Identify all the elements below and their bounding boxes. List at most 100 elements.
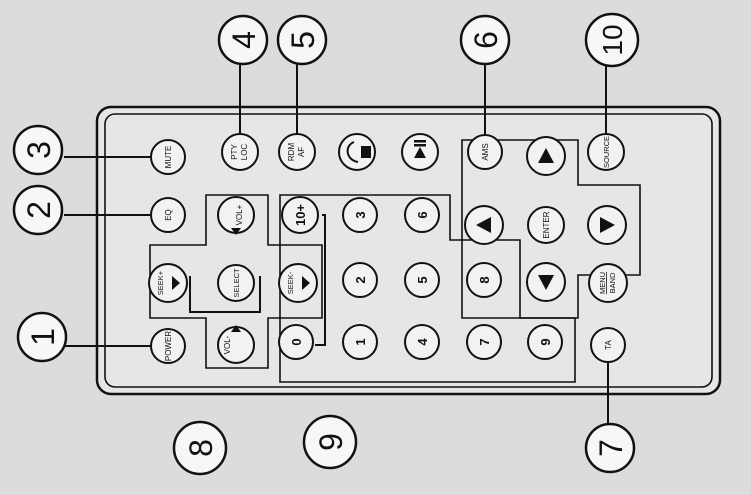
- callout-line-9: [315, 214, 326, 346]
- ams-label: AMS: [481, 143, 490, 160]
- digit-9-label: 9: [538, 338, 553, 345]
- menu-label: MENU: [598, 272, 607, 294]
- triangle-left-icon: [476, 217, 491, 233]
- triangle-up-icon: [538, 148, 554, 163]
- ams-button[interactable]: AMS: [467, 134, 503, 170]
- af-label: AF: [297, 147, 306, 157]
- navigation-outline: [461, 139, 641, 319]
- stop-return-button[interactable]: [338, 133, 376, 171]
- callout-6: 6: [459, 14, 511, 66]
- digit-8-label: 8: [477, 276, 492, 283]
- eq-label: EQ: [164, 209, 173, 221]
- ten-plus-label: 10+: [293, 204, 308, 226]
- digit-8-button[interactable]: 8: [466, 262, 502, 298]
- svg-text:9: 9: [313, 433, 349, 451]
- digit-3-button[interactable]: 3: [342, 197, 378, 233]
- pty-loc-button[interactable]: PTY LOC: [221, 133, 259, 171]
- svg-text:2: 2: [21, 201, 57, 219]
- digit-0-button[interactable]: 0: [278, 324, 314, 360]
- arrow-up-icon: [231, 228, 241, 235]
- ta-label: TA: [604, 340, 613, 350]
- select-button[interactable]: SELECT: [217, 264, 255, 302]
- svg-text:8: 8: [183, 439, 219, 457]
- ten-plus-button[interactable]: 10+: [281, 196, 319, 234]
- svg-text:10: 10: [597, 24, 628, 55]
- digit-6-label: 6: [415, 211, 430, 218]
- digit-7-button[interactable]: 7: [466, 324, 502, 360]
- enter-label: ENTER: [542, 211, 551, 238]
- remote-body: [95, 105, 722, 396]
- rdm-label: RDM: [287, 143, 296, 162]
- nav-right-button[interactable]: [587, 205, 627, 245]
- callout-7: 7: [584, 422, 636, 474]
- digit-7-label: 7: [477, 338, 492, 345]
- callout-5: 5: [276, 14, 328, 66]
- ta-button[interactable]: TA: [590, 327, 626, 363]
- source-label: SOURCE: [602, 136, 611, 168]
- digit-0-label: 0: [289, 338, 304, 345]
- digit-4-label: 4: [415, 338, 430, 346]
- seek-plus-label: SEEK+: [156, 270, 165, 295]
- source-button[interactable]: SOURCE: [587, 133, 625, 171]
- callout-line-8: [189, 276, 261, 313]
- menu-band-button[interactable]: MENU BAND: [588, 263, 628, 303]
- seek-minus-button[interactable]: SEEK-: [278, 263, 318, 303]
- loc-label: LOC: [240, 144, 249, 161]
- nav-up-button[interactable]: [526, 136, 566, 176]
- select-label: SELECT: [232, 268, 241, 298]
- svg-text:1: 1: [25, 328, 61, 346]
- digit-4-button[interactable]: 4: [404, 324, 440, 360]
- seek-plus-button[interactable]: SEEK+: [148, 263, 188, 303]
- vol-plus-label: VOL+: [235, 204, 244, 225]
- digit-5-button[interactable]: 5: [404, 262, 440, 298]
- volume-cluster-outline: [149, 194, 323, 369]
- svg-text:7: 7: [593, 439, 629, 457]
- enter-button[interactable]: ENTER: [527, 206, 565, 244]
- digit-6-button[interactable]: 6: [404, 197, 440, 233]
- power-button[interactable]: POWER: [150, 328, 186, 364]
- svg-text:4: 4: [226, 31, 262, 49]
- seek-minus-label: SEEK-: [286, 271, 295, 294]
- callout-3: 3: [12, 124, 64, 176]
- pty-label: PTY: [230, 144, 239, 160]
- triangle-down-icon: [538, 275, 554, 290]
- rdm-af-button[interactable]: RDM AF: [278, 133, 316, 171]
- callout-2: 2: [12, 184, 64, 236]
- digit-3-label: 3: [353, 211, 368, 218]
- power-label: POWER: [164, 331, 173, 361]
- svg-text:3: 3: [21, 141, 57, 159]
- band-label: BAND: [608, 272, 617, 293]
- callout-8: 8: [172, 420, 228, 476]
- digit-2-button[interactable]: 2: [342, 262, 378, 298]
- digit-2-label: 2: [353, 276, 368, 283]
- digit-1-button[interactable]: 1: [342, 324, 378, 360]
- nav-down-button[interactable]: [526, 262, 566, 302]
- triangle-right-icon: [600, 217, 615, 233]
- vol-minus-button[interactable]: VOL-: [217, 325, 255, 364]
- digit-9-button[interactable]: 9: [527, 324, 563, 360]
- callout-4: 4: [217, 14, 269, 66]
- callout-9: 9: [302, 414, 358, 470]
- nav-left-button[interactable]: [464, 205, 504, 245]
- callout-10: 10: [584, 12, 640, 68]
- play-pause-icon: [414, 147, 426, 158]
- mute-button[interactable]: MUTE: [150, 139, 186, 175]
- digit-5-label: 5: [415, 276, 430, 283]
- mute-label: MUTE: [164, 146, 173, 169]
- svg-text:5: 5: [285, 31, 321, 49]
- digit-1-label: 1: [353, 338, 368, 345]
- callout-1: 1: [16, 311, 68, 363]
- skip-next-icon: [172, 276, 180, 290]
- skip-previous-icon: [302, 276, 310, 290]
- vol-plus-button[interactable]: VOL+: [217, 196, 255, 235]
- arrow-down-icon: [231, 325, 241, 332]
- return-arrow-icon: [346, 141, 359, 163]
- svg-text:6: 6: [468, 31, 504, 49]
- remote-inner-frame: [104, 113, 713, 388]
- eq-button[interactable]: EQ: [150, 197, 186, 233]
- vol-minus-label: VOL-: [223, 335, 232, 354]
- play-pause-button[interactable]: [401, 133, 439, 171]
- stop-icon: [361, 146, 371, 158]
